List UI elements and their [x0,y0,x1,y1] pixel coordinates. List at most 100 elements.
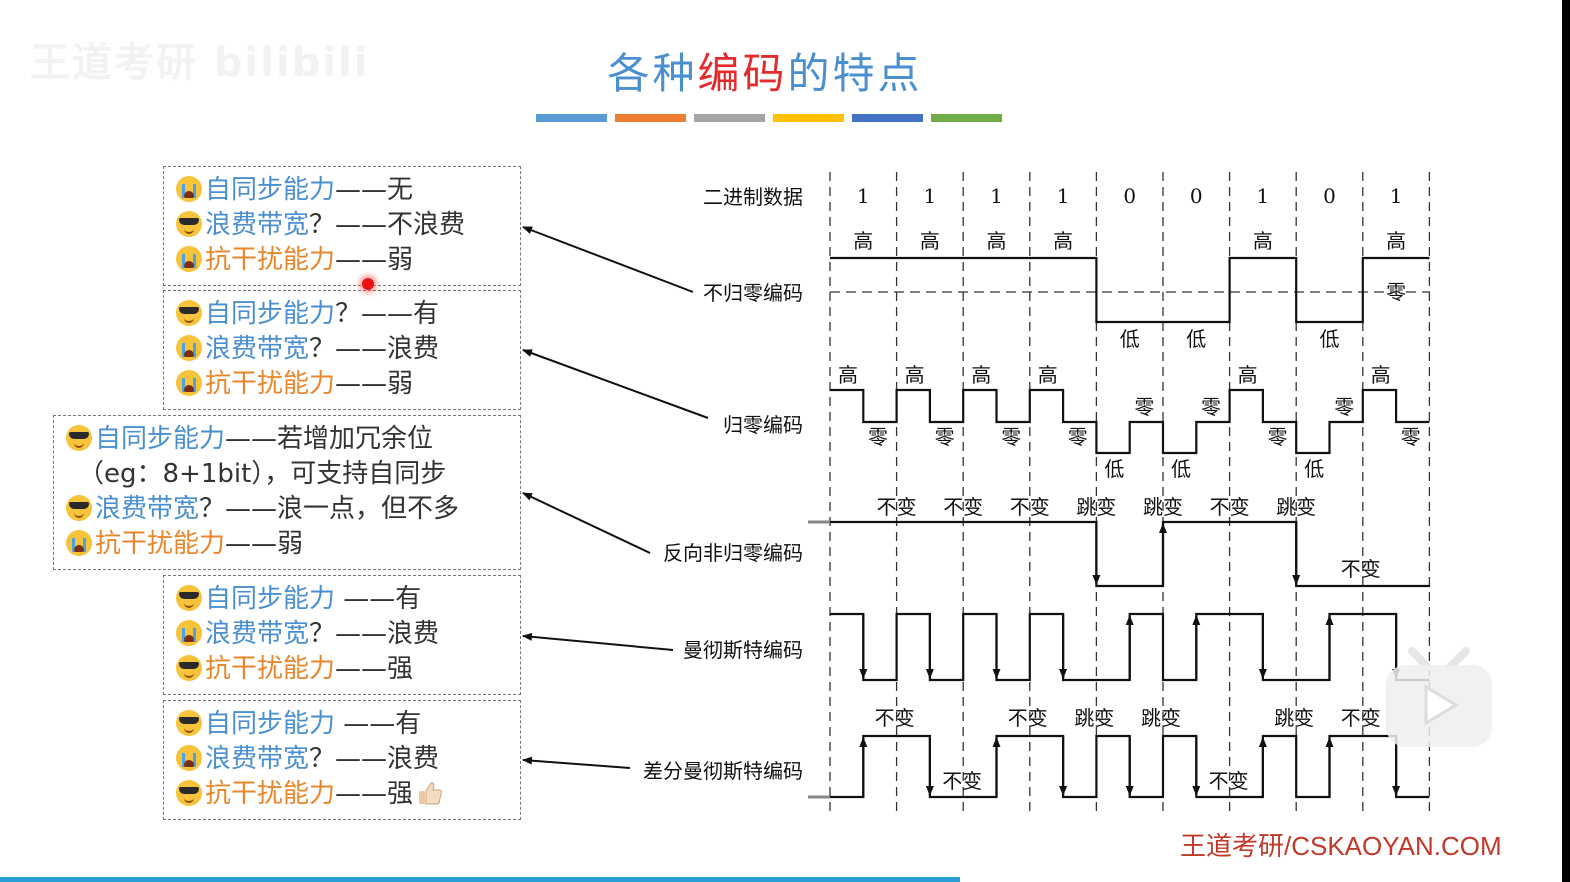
bit-value: 1 [1257,184,1270,208]
bilibili-play-icon[interactable] [1384,645,1494,750]
sunglasses-emoji-icon [176,710,202,736]
feature-value: ——若增加冗余位 [225,424,434,454]
rz-high-label: 高 [971,363,991,387]
rz-zero-label: 零 [868,425,888,449]
feature-line: 自同步能力——若增加冗余位 [66,422,520,457]
rz-high-label: 高 [905,363,925,387]
pointer-cursor [362,278,374,290]
feature-box: 自同步能力——无浪费带宽？——不浪费抗干扰能力——弱 [163,166,521,286]
feature-value: ？——浪费 [309,744,440,774]
encoding-label: 归零编码 [723,413,803,437]
diff-change-label: 跳变 [1274,706,1314,730]
pointer-arrow [522,632,674,651]
sunglasses-emoji-icon [176,300,202,326]
feature-key: 浪费带宽 [205,619,310,649]
feature-key: 浪费带宽 [95,494,200,524]
nrzi-change-label: 不变 [1341,557,1381,581]
nrz-level-label: 低 [1120,327,1140,351]
crying-emoji-icon [176,745,202,771]
diff-change-label: 不变 [1341,706,1381,730]
feature-value: ？——有 [335,299,440,329]
bit-value: 0 [1190,184,1203,208]
encoding-label: 反向非归零编码 [663,541,803,565]
bit-value: 1 [857,184,870,208]
progress-bar[interactable] [0,877,960,882]
feature-value: ——有 [335,584,422,614]
nrz-level-label: 高 [1253,229,1273,253]
bit-boundary-lines [829,172,1431,812]
crying-emoji-icon [66,530,92,556]
feature-line: 浪费带宽？——不浪费 [176,208,520,243]
rz-high-label: 高 [838,363,858,387]
feature-value: ？——不浪费 [309,210,466,240]
nrzi-change-label: 不变 [943,495,983,519]
crying-emoji-icon [176,176,202,202]
bit-value: 1 [924,184,937,208]
feature-key: 自同步能力 [205,709,336,739]
feature-line: 抗干扰能力——弱 [66,527,520,562]
color-bar [694,114,765,122]
feature-box: 自同步能力 ——有浪费带宽？——浪费抗干扰能力——强 [163,700,521,820]
feature-line: 抗干扰能力——弱 [176,367,520,402]
nrzi-change-label: 不变 [877,495,917,519]
pointer-arrow [522,349,709,419]
rz-high-label: 高 [1371,363,1391,387]
feature-key: 抗干扰能力 [205,245,336,275]
pointer-arrow [522,756,631,769]
feature-line: 抗干扰能力——强 [176,777,520,812]
rz-high-label: 高 [1038,363,1058,387]
feature-key: 浪费带宽 [205,210,310,240]
title-highlight: 编码 [697,49,788,98]
feature-value: ——无 [335,175,414,205]
feature-line: 浪费带宽？——浪费 [176,332,520,367]
rz-zero-label: 零 [935,425,955,449]
rz-high-label: 高 [1238,363,1258,387]
feature-line: 浪费带宽？——浪费 [176,742,520,777]
feature-value: ？——浪费 [309,619,440,649]
nrz-level-label: 高 [1386,229,1406,253]
sunglasses-emoji-icon [176,585,202,611]
nrz-level-label: 低 [1186,327,1206,351]
encoding-label: 曼彻斯特编码 [683,638,803,662]
nrz-level-label: 高 [920,229,940,253]
rz-waveform [830,388,1430,455]
feature-key: 抗干扰能力 [205,654,336,684]
rz-low-label: 低 [1171,457,1191,481]
window-edge [1562,0,1570,882]
title-part1: 各种 [607,49,698,98]
sunglasses-emoji-icon [66,425,92,451]
title-part2: 的特点 [787,49,923,98]
bit-value: 1 [1057,184,1070,208]
rz-low-label: 低 [1104,457,1124,481]
color-bar [931,114,1002,122]
bit-value: 0 [1123,184,1136,208]
feature-key: 抗干扰能力 [95,529,226,559]
sunglasses-emoji-icon [176,211,202,237]
feature-line: 浪费带宽？——浪费 [176,617,520,652]
encoding-label: 差分曼彻斯特编码 [643,759,803,783]
bit-value: 1 [990,184,1003,208]
rz-zero-label: 零 [1134,395,1154,419]
nrzi-change-label: 跳变 [1143,495,1183,519]
rz-zero-label: 零 [1201,395,1221,419]
diff-change-label: 不变 [942,769,982,793]
feature-value: ？——浪费 [309,334,440,364]
feature-value: ——弱 [335,369,414,399]
nrzi-change-label: 不变 [1210,495,1250,519]
rz-zero-label: 零 [1001,425,1021,449]
sunglasses-emoji-icon [176,655,202,681]
nrzi-change-label: 不变 [1010,495,1050,519]
nrzi-change-label: 跳变 [1076,495,1116,519]
feature-key: 浪费带宽 [205,744,310,774]
feature-value: ——弱 [225,529,304,559]
crying-emoji-icon [176,246,202,272]
feature-line: 抗干扰能力——强 [176,652,520,687]
pointer-arrows [522,226,709,769]
color-bar [615,114,686,122]
diff-change-label: 不变 [1209,769,1249,793]
feature-key: 自同步能力 [205,584,336,614]
feature-line: 自同步能力 ——有 [176,582,520,617]
rz-zero-label: 零 [1068,425,1088,449]
